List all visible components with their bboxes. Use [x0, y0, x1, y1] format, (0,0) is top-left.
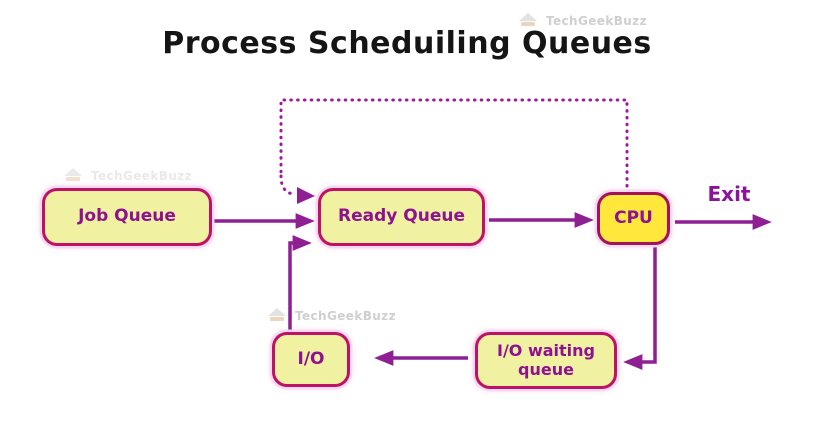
watermark-text: TechGeekBuzz	[295, 309, 396, 323]
techgeekbuzz-logo-icon	[62, 168, 84, 184]
node-io-waiting-queue-label: I/O waiting queue	[496, 341, 595, 379]
watermark: TechGeekBuzz	[517, 13, 647, 29]
watermark: TechGeekBuzz	[266, 308, 396, 324]
node-cpu-label: CPU	[614, 207, 653, 228]
dotted-loop-arrowhead	[297, 187, 315, 204]
arrow-cpu-to-iowaiting	[623, 246, 657, 370]
node-job-queue: Job Queue	[42, 188, 212, 246]
dotted-loop-cpu-to-readyqueue	[279, 98, 629, 188]
node-io-waiting-queue: I/O waiting queue	[475, 332, 617, 389]
node-job-queue-label: Job Queue	[78, 206, 176, 227]
node-cpu: CPU	[597, 192, 670, 245]
node-io: I/O	[272, 332, 350, 387]
techgeekbuzz-logo-icon	[266, 308, 288, 324]
arrow-io-to-readyqueue	[288, 235, 312, 331]
techgeekbuzz-logo-icon	[517, 13, 539, 29]
watermark: TechGeekBuzz	[62, 168, 192, 184]
node-io-label: I/O	[297, 348, 325, 369]
watermark-text: TechGeekBuzz	[546, 14, 647, 28]
node-ready-queue-label: Ready Queue	[338, 206, 465, 227]
page-title: Process Scheduiling Queues	[162, 26, 652, 61]
node-ready-queue: Ready Queue	[318, 188, 485, 246]
watermark-text: TechGeekBuzz	[91, 169, 192, 183]
dotted-loop-curve	[279, 174, 295, 196]
exit-label: Exit	[707, 182, 751, 206]
